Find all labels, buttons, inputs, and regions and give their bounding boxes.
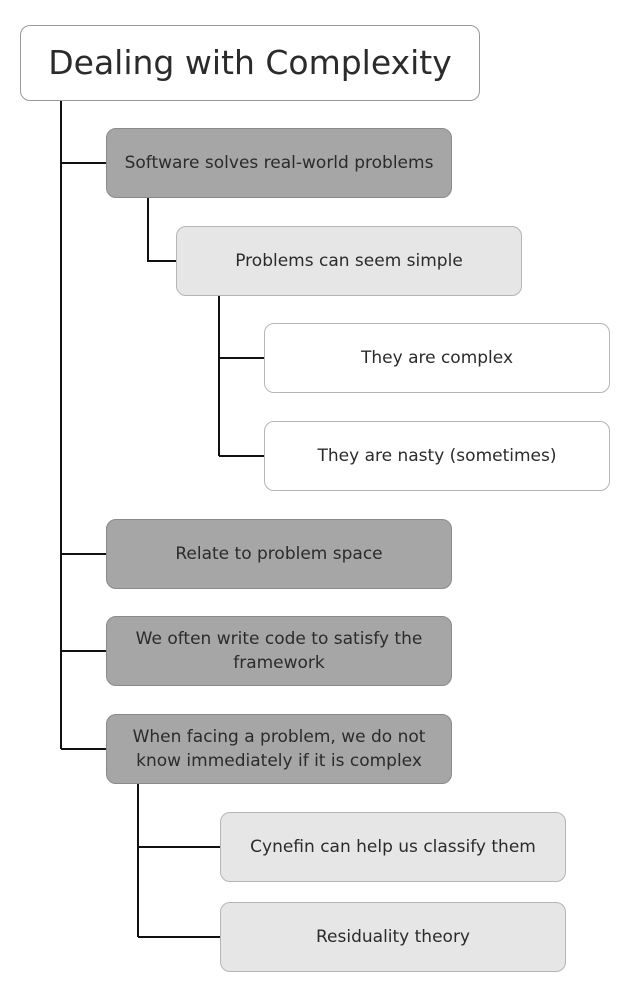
topic-write-code-for-framework: We often write code to satisfy the frame… bbox=[106, 616, 452, 686]
topic-relate-to-problem-space: Relate to problem space bbox=[106, 519, 452, 589]
root-topic-title: Dealing with Complexity bbox=[20, 25, 480, 101]
connector-software-to-simple bbox=[147, 198, 176, 262]
subtopic-they-are-nasty: They are nasty (sometimes) bbox=[264, 421, 610, 491]
subtopic-residuality-theory: Residuality theory bbox=[220, 902, 566, 972]
subtopic-problems-seem-simple: Problems can seem simple bbox=[176, 226, 522, 296]
topic-software-solves-problems: Software solves real-world problems bbox=[106, 128, 452, 198]
subtopic-they-are-complex: They are complex bbox=[264, 323, 610, 393]
topic-facing-a-problem: When facing a problem, we do not know im… bbox=[106, 714, 452, 784]
subtopic-cynefin: Cynefin can help us classify them bbox=[220, 812, 566, 882]
